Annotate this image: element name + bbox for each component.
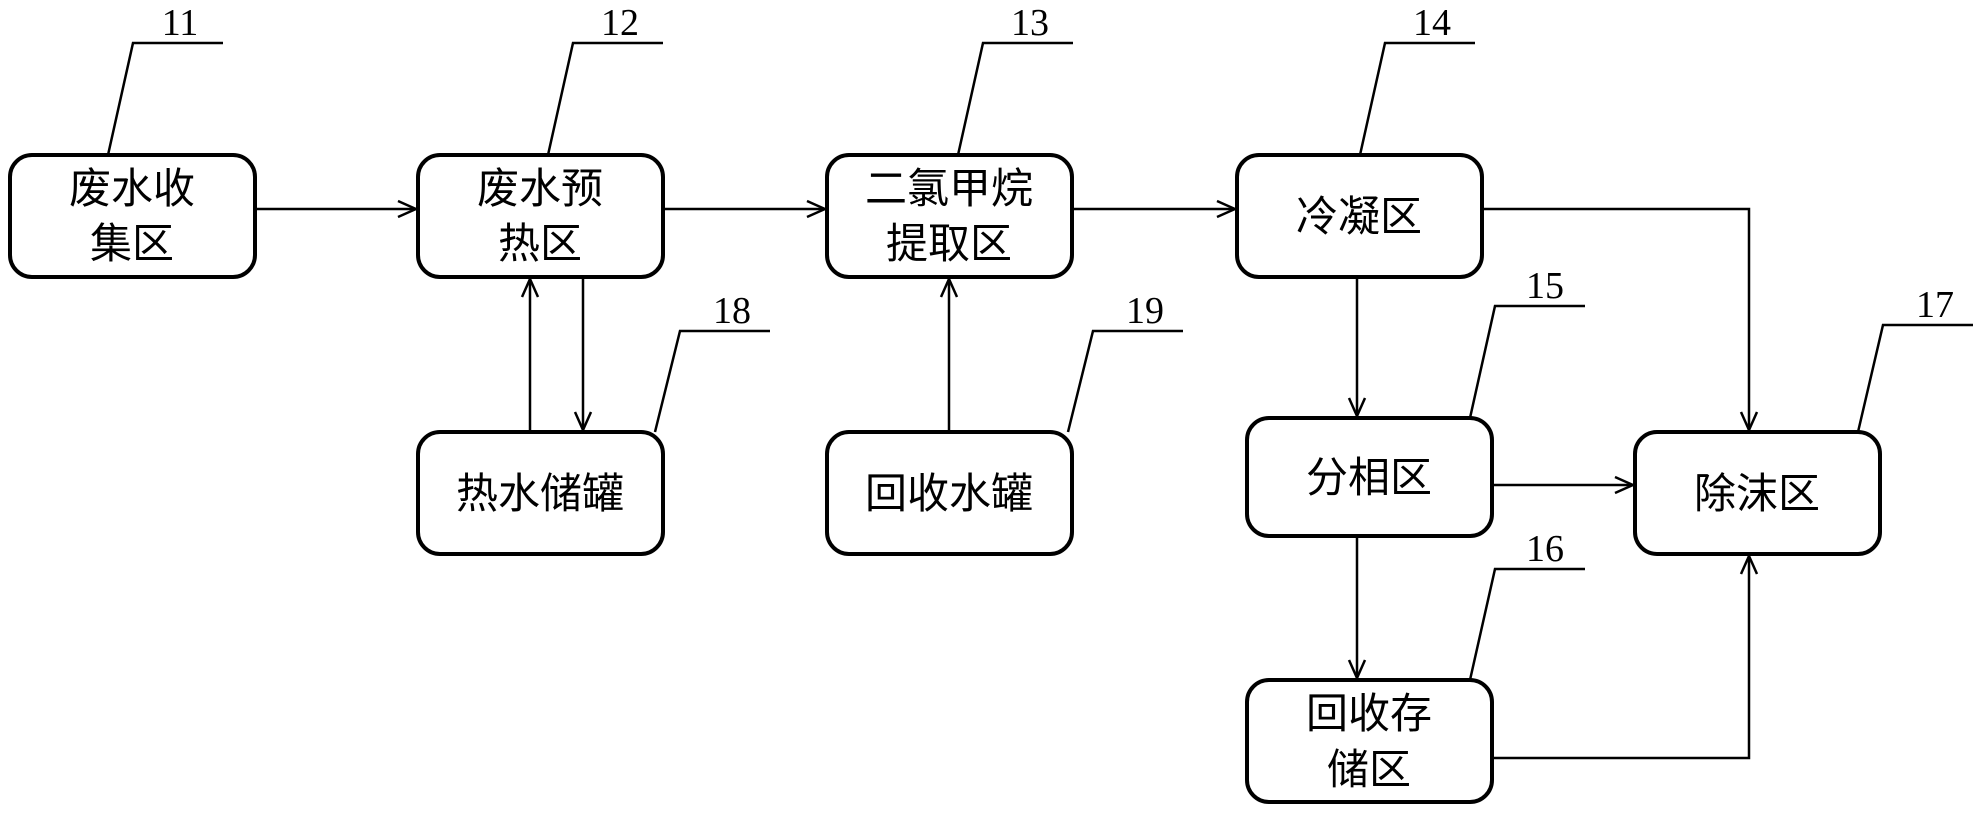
- reference-number: 19: [1126, 290, 1164, 332]
- callout-13: 13: [956, 2, 1073, 156]
- reference-number: 15: [1526, 265, 1564, 307]
- callout-11: 11: [106, 2, 223, 156]
- box-condensation: 冷凝区: [1235, 153, 1484, 279]
- box-label-line-2: 储区: [1327, 745, 1411, 794]
- box-waste-water-collection: 废水收 集区: [8, 153, 257, 279]
- callout-18: 18: [653, 290, 770, 433]
- reference-number: 16: [1526, 528, 1564, 570]
- arrow-recovery-storage-to-defoaming: [1492, 556, 1749, 760]
- reference-number: 13: [1011, 2, 1049, 44]
- reference-number: 18: [713, 290, 751, 332]
- box-defoaming: 除沫区: [1633, 430, 1882, 556]
- box-label: 热水储罐: [456, 469, 624, 518]
- box-label-line-1: 回收存: [1306, 689, 1432, 738]
- reference-number: 11: [162, 2, 199, 44]
- callout-16: 16: [1468, 528, 1585, 681]
- box-label: 除沫区: [1694, 469, 1820, 518]
- box-label-line-2: 热区: [498, 219, 582, 268]
- reference-number: 12: [601, 2, 639, 44]
- flow-arrows: [255, 207, 1749, 760]
- box-hot-water-tank: 热水储罐: [416, 430, 665, 556]
- box-label-line-2: 提取区: [886, 219, 1012, 268]
- callout-12: 12: [546, 2, 663, 156]
- box-recovered-water-tank: 回收水罐: [825, 430, 1074, 556]
- callout-17: 17: [1856, 284, 1973, 433]
- box-label: 回收水罐: [865, 469, 1033, 518]
- reference-number: 17: [1916, 284, 1954, 326]
- box-label-line-1: 二氯甲烷: [865, 164, 1033, 213]
- box-label-line-1: 废水预: [477, 164, 603, 213]
- box-label: 冷凝区: [1296, 192, 1422, 241]
- box-recovery-storage: 回收存 储区: [1245, 678, 1494, 804]
- box-dichloromethane-extraction: 二氯甲烷 提取区: [825, 153, 1074, 279]
- arrow-condensation-to-defoaming: [1482, 207, 1749, 430]
- box-label: 分相区: [1306, 453, 1432, 502]
- box-phase-separation: 分相区: [1245, 416, 1494, 538]
- callout-15: 15: [1468, 265, 1585, 419]
- callout-14: 14: [1358, 2, 1475, 156]
- box-waste-water-preheat: 废水预 热区: [416, 153, 665, 279]
- box-label-line-2: 集区: [90, 219, 174, 268]
- box-label-line-1: 废水收: [69, 164, 195, 213]
- callout-19: 19: [1066, 290, 1183, 433]
- reference-number: 14: [1413, 2, 1451, 44]
